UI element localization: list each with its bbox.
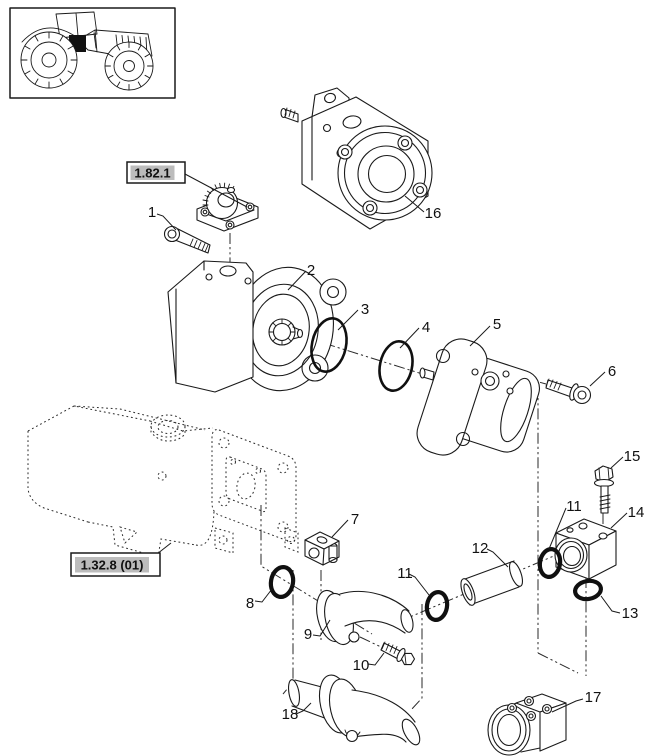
- bolt-6: [545, 378, 592, 405]
- ref-label-1821[interactable]: 1.82.1: [126, 161, 248, 208]
- spline-shaft: [268, 318, 296, 346]
- callout-17: 17: [585, 689, 602, 706]
- elbow-tube-18: [287, 674, 421, 746]
- callout-3: 3: [361, 301, 369, 318]
- reservoir-dotted-outline: [27, 405, 299, 558]
- o-ring-13: [573, 578, 603, 602]
- ref-label-1328-text: 1.32.8 (01): [81, 558, 144, 573]
- callout-6: 6: [608, 363, 616, 380]
- o-ring-3: [310, 317, 348, 373]
- elbow-tube-9: [316, 589, 414, 646]
- tractor-thumbnail: [9, 7, 176, 99]
- callout-18: 18: [282, 706, 299, 723]
- callout-16: 16: [425, 205, 442, 222]
- sleeve-12: [460, 560, 524, 606]
- ref-label-1821-highlight: [130, 165, 175, 180]
- front-wheel-treads: [104, 41, 154, 91]
- callout-5: 5: [493, 316, 501, 333]
- callout-11-right: 11: [566, 498, 582, 515]
- callout-8: 8: [246, 595, 254, 612]
- pump-16: [280, 87, 433, 230]
- pump-5: [416, 338, 540, 456]
- callout-4: 4: [422, 319, 430, 336]
- bolt-1: [163, 225, 211, 254]
- fitting-block-14: [554, 518, 617, 580]
- o-ring-4: [378, 340, 414, 392]
- o-ring-11-right: [537, 547, 563, 579]
- callout-leaders: [156, 195, 628, 715]
- callout-1: 1: [148, 204, 156, 221]
- callout-numbers: 1 2 3 4 5 6 7 8 9 10 11 11 12 13 14 15 1…: [148, 204, 645, 723]
- callout-10: 10: [353, 657, 370, 674]
- pump-2: [167, 260, 347, 393]
- callout-12: 12: [472, 540, 489, 557]
- bolt-15: [593, 465, 615, 514]
- callout-15: 15: [624, 448, 641, 465]
- ref-label-1821-text: 1.82.1: [134, 166, 170, 181]
- rear-wheel-treads: [20, 31, 78, 89]
- ref-label-1328[interactable]: 1.32.8 (01): [70, 542, 172, 577]
- ref-label-1328-highlight: [75, 557, 149, 573]
- bracket-7: [304, 531, 340, 566]
- callout-7: 7: [351, 511, 359, 528]
- callout-9: 9: [304, 626, 312, 643]
- bolt-10: [380, 641, 416, 666]
- valve-block-17: [487, 693, 567, 756]
- callout-14: 14: [628, 504, 645, 521]
- callout-13: 13: [622, 605, 639, 622]
- callout-11-left: 11: [397, 565, 413, 582]
- gear-drive-assembly: [196, 182, 259, 232]
- callout-2: 2: [307, 262, 315, 279]
- o-ring-11-left: [424, 590, 450, 622]
- o-ring-8: [268, 565, 296, 599]
